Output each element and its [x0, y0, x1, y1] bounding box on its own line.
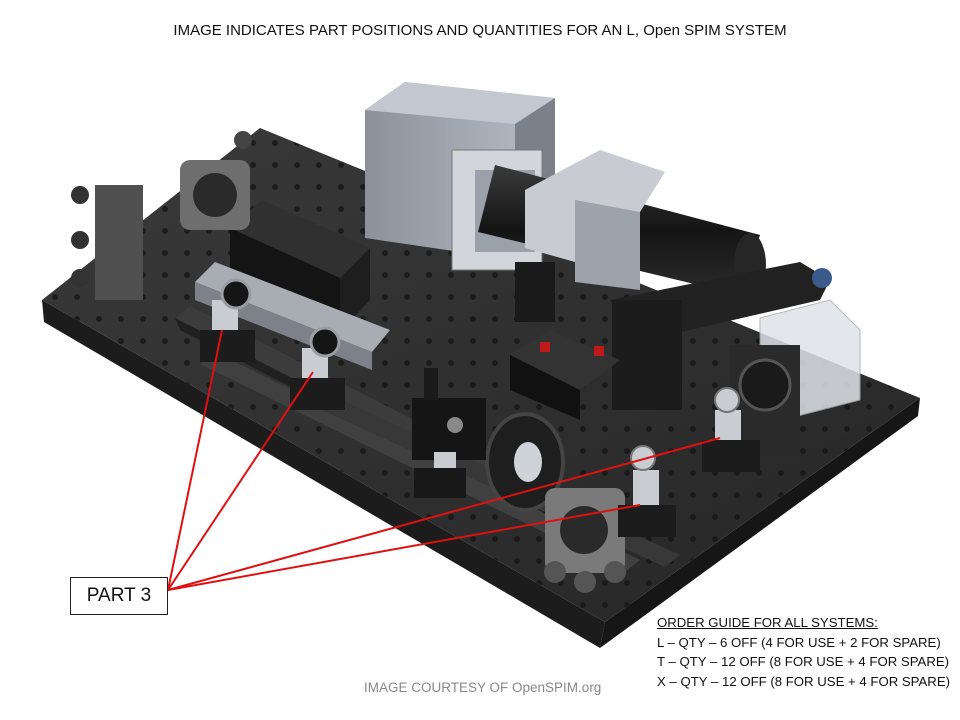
mirror-mount-back — [180, 131, 252, 230]
order-line-t: T – QTY – 12 OFF (8 FOR USE + 4 FOR SPAR… — [657, 654, 950, 669]
sample-chamber — [730, 299, 861, 455]
mirror-mount-left — [71, 185, 143, 300]
page-title: IMAGE INDICATES PART POSITIONS AND QUANT… — [173, 22, 787, 39]
part-3-callout: PART 3 — [70, 577, 168, 615]
image-credit: IMAGE COURTESY OF OpenSPIM.org — [364, 680, 602, 695]
detection-tube — [478, 150, 766, 297]
slit-holder — [412, 368, 486, 498]
order-guide-heading: ORDER GUIDE FOR ALL SYSTEMS: — [657, 615, 878, 630]
part-3-holder-4 — [702, 387, 760, 472]
xyz-stage — [510, 262, 620, 420]
part-3-holder-2 — [290, 326, 345, 410]
part-3-holder-1 — [200, 278, 255, 362]
order-line-l: L – QTY – 6 OFF (4 FOR USE + 2 FOR SPARE… — [657, 634, 941, 650]
stage-arm — [610, 262, 832, 410]
order-line-x: X – QTY – 12 OFF (8 FOR USE + 4 FOR SPAR… — [657, 673, 951, 689]
part-3-holder-3 — [618, 445, 676, 537]
order-guide: ORDER GUIDE FOR ALL SYSTEMS: L – QTY – 6… — [657, 613, 950, 691]
part-3-leader-lines — [167, 329, 721, 591]
mirror-mount-front — [544, 488, 626, 593]
part-3-label: PART 3 — [86, 585, 152, 606]
